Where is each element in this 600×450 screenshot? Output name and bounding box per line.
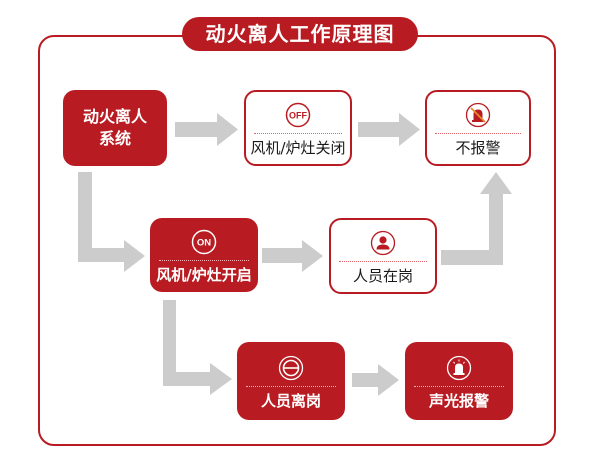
node-person-present-label: 人员在岗: [352, 266, 413, 285]
dotted-divider: [413, 385, 505, 387]
siren-icon: [446, 355, 472, 380]
arrow-fan-on-to-person-present: [262, 240, 323, 272]
arrow-person-absent-to-alarm: [352, 364, 399, 396]
node-no-alarm-label: 不报警: [455, 138, 501, 157]
node-system-label-line2: 系统: [98, 129, 131, 148]
node-person-absent-label: 人员离岗: [260, 391, 321, 410]
node-sound-light-alarm-label: 声光报警: [428, 391, 489, 410]
no-entry-icon: [278, 355, 304, 380]
dotted-divider: [245, 385, 337, 387]
node-person-present: 人员在岗: [329, 218, 437, 294]
alarm-muted-icon: [465, 102, 491, 127]
arrow-system-to-fan-on: [78, 172, 145, 272]
node-no-alarm: 不报警: [425, 90, 531, 166]
on-badge-text: ON: [197, 237, 211, 248]
arrow-person-present-to-no-alarm: [441, 172, 512, 265]
arrow-system-to-fan-off: [175, 113, 238, 146]
arrow-fan-on-to-person-absent: [163, 300, 232, 395]
node-fan-off: OFF 风机/炉灶关闭: [244, 90, 352, 166]
dotted-divider: [339, 260, 427, 262]
node-sound-light-alarm: 声光报警: [405, 342, 513, 420]
dotted-divider: [435, 132, 521, 134]
node-system: 动火离人 系统: [63, 90, 167, 166]
node-fan-on-label: 风机/炉灶开启: [156, 265, 252, 284]
dotted-divider: [254, 132, 342, 134]
node-system-label-line1: 动火离人: [82, 107, 147, 126]
node-fan-off-label: 风机/炉灶关闭: [250, 138, 346, 157]
off-badge-icon: OFF: [285, 102, 311, 127]
node-fan-on: ON 风机/炉灶开启: [150, 218, 258, 292]
arrow-fan-off-to-no-alarm: [358, 113, 420, 146]
diagram-title: 动火离人工作原理图: [182, 17, 418, 51]
node-person-absent: 人员离岗: [237, 342, 345, 420]
on-badge-icon: ON: [191, 229, 217, 254]
dotted-divider: [158, 259, 250, 261]
person-icon: [370, 230, 396, 255]
off-badge-text: OFF: [289, 110, 307, 120]
